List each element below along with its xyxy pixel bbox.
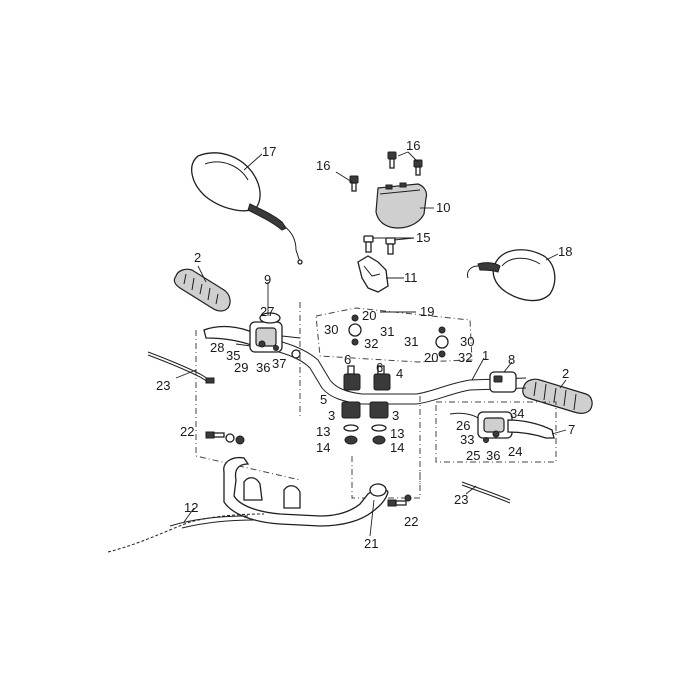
right-grip: [522, 378, 593, 414]
label-20-right: 20: [424, 350, 438, 365]
label-6-right: 6: [376, 360, 383, 375]
right-cable: [461, 481, 511, 504]
bolt-16-left: [349, 175, 359, 192]
label-7: 7: [568, 422, 575, 437]
label-20-left: 20: [362, 308, 376, 323]
leader-lines: [175, 151, 567, 537]
right-mirror: [467, 249, 556, 302]
label-16-mid: 16: [406, 138, 420, 153]
right-switch-housing: [489, 371, 517, 393]
label-10: 10: [436, 200, 450, 215]
label-6-left: 6: [344, 352, 351, 367]
label-26: 26: [456, 418, 470, 433]
label-2-right: 2: [562, 366, 569, 381]
right-assembly-outline: [435, 401, 557, 463]
label-14-left: 14: [316, 440, 330, 455]
left-brake-assembly: [203, 312, 301, 359]
label-30-left: 30: [324, 322, 338, 337]
mount-hardware-group: [315, 307, 473, 363]
label-11: 11: [404, 270, 418, 285]
label-32-right: 32: [458, 350, 472, 365]
label-5: 5: [320, 392, 327, 407]
label-3-left: 3: [328, 408, 335, 423]
left-mirror: [191, 152, 303, 265]
label-22-left: 22: [180, 424, 194, 439]
label-9: 9: [264, 272, 271, 287]
cable-12: [107, 513, 265, 553]
label-37: 37: [272, 356, 286, 371]
label-24: 24: [508, 444, 522, 459]
bolt-15-right: [385, 237, 396, 255]
right-brake-assembly: [449, 411, 555, 443]
bolt-16-right: [413, 159, 423, 176]
part-labels: 1 2 2 3 3 4 5 6 6 7 8 9 10 11 12 13 13 1…: [156, 138, 575, 551]
label-36-right: 36: [486, 448, 500, 463]
label-13-left: 13: [316, 424, 330, 439]
bolt-22-right: [387, 494, 412, 507]
label-16-left: 16: [316, 158, 330, 173]
bolt-15-left: [363, 235, 374, 253]
label-12: 12: [184, 500, 198, 515]
label-25: 25: [466, 448, 480, 463]
left-cable: [147, 351, 215, 384]
label-31-left: 31: [380, 324, 394, 339]
label-13-right: 13: [390, 426, 404, 441]
cover-bracket: [357, 255, 389, 293]
label-14-right: 14: [390, 440, 404, 455]
label-31-right: 31: [404, 334, 418, 349]
label-30-right: 30: [460, 334, 474, 349]
label-19: 19: [420, 304, 434, 319]
label-18: 18: [558, 244, 572, 259]
label-28: 28: [210, 340, 224, 355]
label-3-right: 3: [392, 408, 399, 423]
label-2-left: 2: [194, 250, 201, 265]
bolt-22-left: [205, 431, 245, 445]
label-23-left: 23: [156, 378, 170, 393]
label-36-left: 36: [256, 360, 270, 375]
label-4: 4: [396, 366, 403, 381]
label-23-right: 23: [454, 492, 468, 507]
handlebar-cover: [375, 182, 428, 229]
riser-clamp-right: [369, 365, 391, 445]
label-35: 35: [226, 348, 240, 363]
label-29: 29: [234, 360, 248, 375]
label-17: 17: [262, 144, 276, 159]
bolt-16-mid: [387, 151, 397, 169]
label-1: 1: [482, 348, 489, 363]
label-8: 8: [508, 352, 515, 367]
left-grip: [173, 268, 231, 312]
label-21: 21: [364, 536, 378, 551]
label-33: 33: [460, 432, 474, 447]
label-32-left: 32: [364, 336, 378, 351]
label-22-right: 22: [404, 514, 418, 529]
label-34: 34: [510, 406, 524, 421]
label-27: 27: [260, 304, 274, 319]
guard-bar: [223, 456, 389, 527]
label-15: 15: [416, 230, 430, 245]
riser-clamp-left: [341, 365, 361, 445]
